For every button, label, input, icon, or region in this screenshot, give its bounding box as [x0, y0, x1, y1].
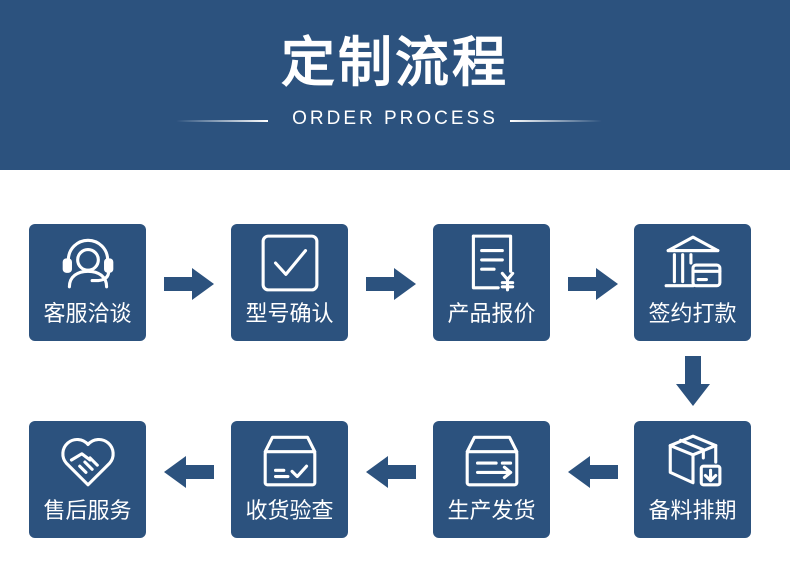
step-card-4: 签约打款	[634, 224, 751, 341]
step-label: 收货验查	[245, 499, 334, 524]
header-banner: 定制流程 ORDER PROCESS	[0, 0, 790, 170]
subtitle-rule-left	[176, 120, 268, 122]
arrow-right-icon	[568, 268, 618, 300]
package-box-icon	[668, 434, 722, 487]
bank-card-icon	[664, 235, 722, 288]
step-card-8: 售后服务	[29, 421, 146, 538]
step-label: 产品报价	[447, 302, 536, 327]
page-subtitle: ORDER PROCESS	[292, 108, 498, 129]
received-box-icon	[263, 435, 317, 487]
step-card-7: 收货验查	[231, 421, 348, 538]
page-title: 定制流程	[281, 31, 509, 94]
step-card-2: 型号确认	[231, 224, 348, 341]
arrow-left-icon	[568, 456, 618, 488]
price-document-icon	[471, 234, 515, 292]
step-card-3: 产品报价	[433, 224, 550, 341]
arrow-left-icon	[366, 456, 416, 488]
shipping-box-icon	[465, 435, 519, 487]
step-label: 售后服务	[43, 499, 132, 524]
step-label: 型号确认	[245, 302, 334, 327]
headset-icon	[62, 238, 114, 289]
subtitle-rule-right	[510, 120, 602, 122]
handshake-heart-icon	[61, 437, 115, 487]
arrow-right-icon	[366, 268, 416, 300]
step-card-6: 生产发货	[433, 421, 550, 538]
checkbox-icon	[261, 234, 319, 292]
arrow-left-icon	[164, 456, 214, 488]
arrow-down-icon	[676, 356, 710, 406]
step-card-5: 备料排期	[634, 421, 751, 538]
arrow-right-icon	[164, 268, 214, 300]
step-label: 生产发货	[447, 499, 536, 524]
step-label: 客服洽谈	[43, 302, 132, 327]
step-card-1: 客服洽谈	[29, 224, 146, 341]
step-label: 签约打款	[648, 302, 737, 327]
step-label: 备料排期	[648, 499, 737, 524]
